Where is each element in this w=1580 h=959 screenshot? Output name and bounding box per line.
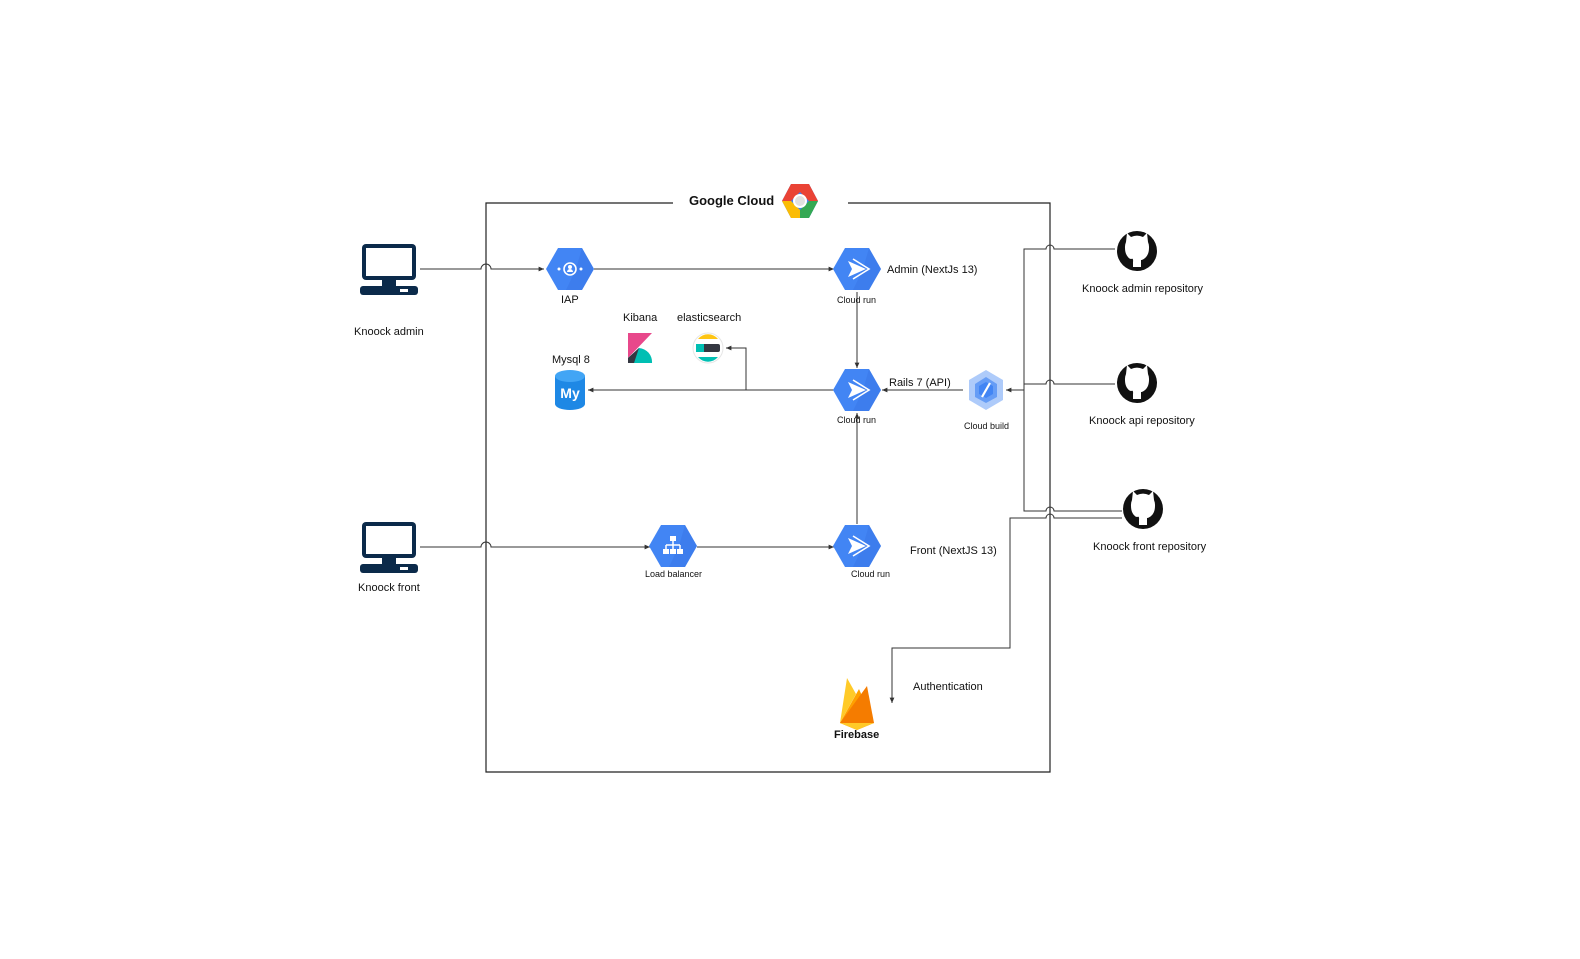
knoock-admin-label: Knoock admin	[354, 326, 424, 338]
api-service-desc: Rails 7 (API)	[889, 377, 951, 389]
elasticsearch-label: elasticsearch	[677, 312, 742, 324]
github-api-repo-icon	[1115, 361, 1159, 405]
authentication-label: Authentication	[913, 681, 983, 693]
cloud-build-label: Cloud build	[964, 421, 1010, 431]
firebase-label: Firebase	[834, 729, 880, 741]
kibana-label: Kibana	[623, 312, 658, 324]
front-computer-icon	[360, 522, 418, 573]
kibana-icon	[628, 333, 653, 363]
google-cloud-title: Google Cloud	[689, 193, 775, 208]
iap-icon	[546, 248, 594, 290]
admin-computer-icon	[360, 244, 418, 295]
load-balancer-label: Load balancer	[645, 569, 703, 579]
front-cloud-run-label: Cloud run	[851, 569, 891, 579]
mysql-label: Mysql 8	[552, 354, 590, 366]
github-front-repo-icon	[1121, 487, 1165, 531]
knoock-front-label: Knoock front	[358, 582, 420, 594]
mysql-logo-text: My	[560, 385, 580, 401]
mysql-icon: My	[555, 370, 585, 410]
front-service-desc: Front (NextJS 13)	[910, 545, 997, 557]
api-cloud-run-label: Cloud run	[837, 415, 877, 425]
front-repo-label: Knoock front repository	[1093, 541, 1207, 553]
api-cloud-run-icon	[833, 369, 881, 411]
admin-repo-label: Knoock admin repository	[1082, 283, 1204, 295]
connectors	[420, 244, 1122, 703]
api-repo-label: Knoock api repository	[1089, 415, 1195, 427]
github-admin-repo-icon	[1115, 229, 1159, 273]
admin-cloud-run-label: Cloud run	[837, 295, 877, 305]
google-cloud-logo	[782, 184, 818, 218]
google-cloud-frame	[485, 202, 1051, 773]
admin-cloud-run-icon	[833, 248, 881, 290]
iap-label: IAP	[561, 294, 579, 306]
elasticsearch-icon	[692, 332, 724, 364]
cloud-build-icon	[969, 370, 1003, 410]
admin-service-desc: Admin (NextJs 13)	[887, 264, 978, 276]
front-cloud-run-icon	[833, 525, 881, 567]
load-balancer-icon	[649, 525, 697, 567]
firebase-icon	[840, 678, 874, 730]
